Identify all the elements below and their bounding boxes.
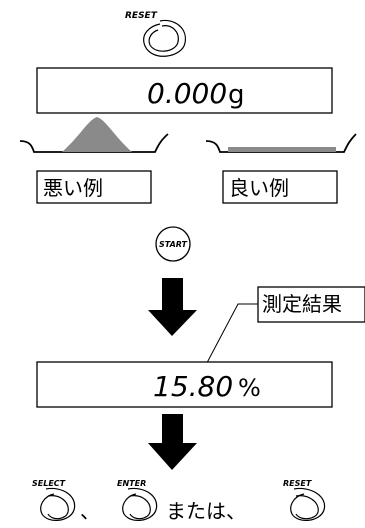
callout-result: 測定結果 [199,286,365,377]
display-top: 0.000 g [36,67,333,114]
callout-box [257,286,365,323]
display-result-value: 15.80 [153,370,233,403]
reset-key-bottom[interactable]: RESET [283,479,326,521]
select-key[interactable]: SELECT [32,479,76,521]
select-key-arc-inner [47,495,69,520]
display-top-unit: g [228,80,245,110]
reset-key-top[interactable]: RESET [125,11,186,57]
pan-bad-pile [62,117,132,152]
pan-good-label: 良い例 [229,176,289,200]
display-result-frame [36,361,333,408]
start-button-label: START [159,240,188,249]
arrow-down-2 [148,414,197,470]
reset-key-bottom-label: RESET [283,479,312,488]
reset-key-top-arc-outer [143,19,186,57]
pan-bad-label: 悪い例 [43,176,103,200]
start-button[interactable]: START [155,226,191,262]
enter-key-label: ENTER [117,479,146,488]
enter-key-arc-inner [129,495,151,520]
callout-label: 測定結果 [262,292,342,316]
reset-key-top-arc-inner [148,25,179,52]
select-key-arc-outer [40,487,76,521]
reset-key-top-label: RESET [125,11,158,21]
pan-good-sample [228,147,336,152]
separator-comma: 、 [80,499,100,523]
arrow-down-1 [148,278,197,336]
enter-key[interactable]: ENTER [117,479,158,521]
pan-good: 良い例 [205,133,357,204]
display-top-frame [36,67,333,114]
display-top-value: 0.000 [147,77,227,110]
pan-bad-label-box [36,170,152,204]
display-result: 15.80 % [36,361,333,408]
pan-bad: 悪い例 [19,117,169,204]
reset-key-bottom-arc-outer [290,487,326,521]
display-result-unit: % [238,374,261,402]
pan-good-label-box [222,170,338,204]
or-text: または、 [166,499,246,523]
start-button-circle [155,226,191,262]
enter-key-arc-outer [122,487,158,521]
callout-leader-line [199,303,258,377]
reset-key-bottom-arc-inner [295,495,319,520]
select-key-label: SELECT [32,479,66,488]
